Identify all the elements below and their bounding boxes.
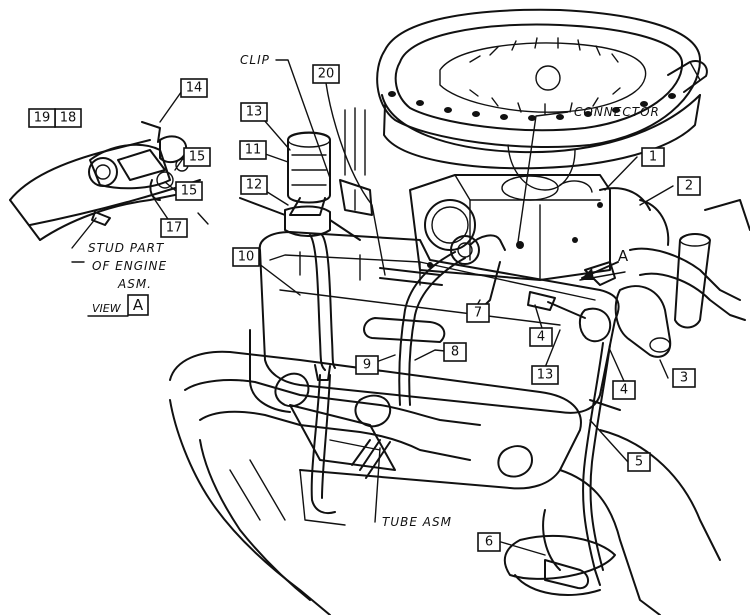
- tube-asm-label: TUBE ASM: [382, 515, 452, 529]
- vacuum-lines: [310, 251, 501, 515]
- callout-3: 3: [672, 368, 696, 388]
- callout-10: 10: [232, 247, 260, 267]
- callout-4a-label: 4: [537, 330, 545, 345]
- callout-20: 20: [312, 64, 340, 84]
- callout-12: 12: [240, 175, 268, 195]
- air-cleaner: [376, 8, 708, 191]
- connector-label: CONNECTOR: [574, 105, 660, 119]
- view-word: VIEW: [92, 302, 122, 315]
- callout-13b: 13: [531, 365, 559, 385]
- stud-label-line3: ASM.: [117, 277, 152, 291]
- callout-15a: 15: [183, 147, 211, 167]
- view-a-tag: VIEW A: [87, 294, 149, 317]
- callout-11-label: 11: [245, 143, 262, 158]
- callout-2: 2: [677, 176, 701, 196]
- callout-13a-label: 13: [246, 105, 263, 120]
- callout-15a-label: 15: [189, 150, 206, 165]
- callout-17: 17: [160, 218, 188, 238]
- callout-9: 9: [355, 355, 379, 375]
- callout-10-label: 10: [238, 250, 255, 265]
- view-letter: A: [133, 296, 144, 314]
- callout-8: 8: [443, 342, 467, 362]
- callout-3-label: 3: [680, 371, 688, 386]
- callout-13b-label: 13: [537, 368, 554, 383]
- callout-18-label: 18: [60, 111, 77, 126]
- callout-20-label: 20: [318, 67, 335, 82]
- callout-19-label: 19: [34, 111, 51, 126]
- callout-7: 7: [466, 303, 490, 323]
- callout-4b-label: 4: [620, 383, 628, 398]
- callout-15b: 15: [175, 181, 203, 201]
- clip-label: CLIP: [240, 53, 270, 67]
- right-side-parts: [527, 199, 750, 586]
- callout-5: 5: [627, 452, 651, 472]
- callout-14-label: 14: [186, 81, 203, 96]
- callout-14: 14: [180, 78, 208, 98]
- callout-1-label: 1: [649, 150, 657, 165]
- callout-4a: 4: [529, 327, 553, 347]
- stud-label-line1: STUD PART: [88, 241, 165, 255]
- callout-18: 18: [54, 108, 82, 128]
- callout-5-label: 5: [635, 455, 643, 470]
- callout-13a: 13: [240, 102, 268, 122]
- callout-1: 1: [641, 147, 665, 167]
- view-a-arrow: A: [580, 247, 629, 280]
- carburetor: [409, 174, 651, 281]
- stud-label-line2: OF ENGINE: [92, 259, 167, 273]
- engine-block: [169, 231, 721, 615]
- callout-8-label: 8: [451, 345, 459, 360]
- callout-15b-label: 15: [181, 184, 198, 199]
- callout-6-label: 6: [485, 535, 493, 550]
- callout-4b: 4: [612, 380, 636, 400]
- callout-12-label: 12: [246, 178, 263, 193]
- callout-6: 6: [477, 532, 501, 552]
- arrow-letter: A: [618, 247, 629, 265]
- callout-2-label: 2: [685, 179, 693, 194]
- callout-7-label: 7: [474, 306, 482, 321]
- leader-lines: [71, 59, 674, 556]
- callout-17-label: 17: [166, 221, 183, 236]
- callout-9-label: 9: [363, 358, 371, 373]
- callout-19: 19: [28, 108, 56, 128]
- callout-11: 11: [239, 140, 267, 160]
